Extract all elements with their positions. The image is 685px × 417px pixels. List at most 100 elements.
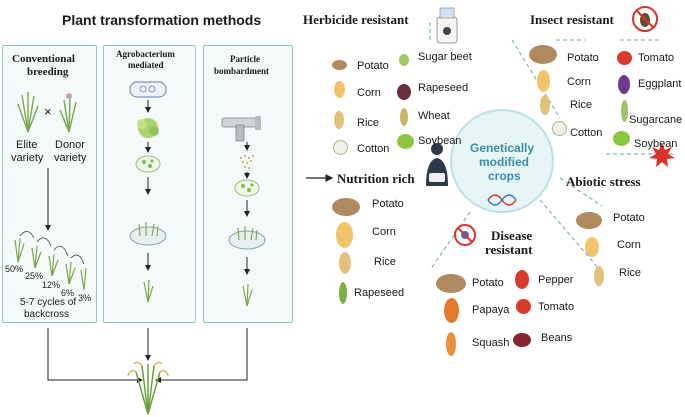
gm-crops-line2: modified	[479, 155, 529, 169]
disease-crop-squash: Squash	[472, 337, 510, 349]
insect-title: Insect resistant	[530, 12, 614, 27]
insect-crop-eggplant: Eggplant	[638, 78, 682, 90]
abiotic-crop-corn: Corn	[617, 239, 641, 251]
rice-icon	[594, 266, 604, 286]
converge-line-left	[47, 328, 143, 383]
gm-crops-circle	[450, 109, 554, 213]
sugar-beet-icon	[399, 54, 409, 66]
agrobacterium-bacterium-icon	[129, 81, 167, 98]
particle-title-line2: bombardment	[214, 66, 270, 76]
squash-icon	[446, 332, 456, 356]
sugarcane-icon	[621, 100, 628, 122]
abiotic-crop-rice: Rice	[619, 267, 642, 279]
herbicide-crop-corn: Corn	[357, 87, 381, 99]
insect-crop-cotton: Cotton	[570, 127, 603, 139]
insect-crop-tomato: Tomato	[638, 52, 675, 64]
pepper-icon	[515, 270, 529, 289]
corn-icon	[334, 81, 345, 98]
donor-variety-line2: variety	[54, 152, 87, 164]
particle-title-line1: Particle	[230, 54, 260, 64]
insect-crop-soybean: Soybean	[634, 138, 678, 150]
disease-crop-potato: Potato	[472, 277, 504, 289]
corn-icon	[537, 70, 550, 92]
tomato-icon	[617, 51, 632, 65]
star-burst-icon	[649, 143, 675, 167]
particle-plantlet-icon	[242, 283, 253, 307]
herbicide-crop-rice: Rice	[357, 117, 380, 129]
abiotic-crop-potato: Potato	[613, 212, 645, 224]
abiotic-title: Abiotic stress	[566, 174, 641, 189]
backcross-percent-6: 6%	[61, 288, 75, 298]
rice-icon	[334, 111, 344, 129]
herbicide-crop-soybean: Soybean	[418, 135, 462, 147]
backcross-percent-12: 12%	[42, 280, 61, 290]
agro-regeneration-dish-icon	[129, 222, 167, 246]
herbicide-crop-rapeseed: Rapeseed	[418, 82, 469, 94]
gene-gun-icon	[221, 116, 261, 142]
nutrition-crop-rapeseed: Rapeseed	[354, 287, 405, 299]
herbicide-crop-potato: Potato	[357, 60, 389, 72]
nutrition-crop-potato: Potato	[372, 198, 404, 210]
disease-crop-papaya: Papaya	[472, 304, 510, 316]
potato-icon	[436, 274, 466, 293]
disease-title-line2: resistant	[485, 242, 533, 257]
converge-line-right	[155, 328, 248, 383]
potato-icon	[332, 198, 360, 216]
conventional-breeding-panel	[2, 45, 97, 323]
soybean-icon	[613, 131, 630, 146]
backcross-percent-50: 50%	[5, 264, 24, 274]
disease-title-line1: Disease	[491, 228, 533, 243]
virus-prohibited-icon	[454, 224, 476, 246]
gm-crops-line3: crops	[488, 169, 521, 183]
callus-icon	[137, 118, 159, 138]
rice-icon	[339, 252, 351, 274]
nutrition-crop-corn: Corn	[372, 226, 396, 238]
gm-crops-line1: Genetically	[470, 141, 535, 155]
disease-crop-tomato: Tomato	[538, 301, 575, 313]
donor-variety-line1: Donor	[55, 139, 85, 151]
herbicide-crop-cotton: Cotton	[357, 143, 390, 155]
transgenic-rice-plant-icon	[127, 361, 169, 415]
backcross-plants-icon	[14, 237, 87, 291]
gold-particles-icon	[240, 155, 254, 169]
soybean-icon	[397, 134, 414, 149]
particle-petri-dish-icon	[234, 179, 260, 197]
corn-icon	[336, 222, 353, 248]
agrobacterium-title-line2: mediated	[128, 60, 164, 70]
insect-crop-corn: Corn	[567, 76, 591, 88]
elite-plant-icon	[17, 92, 39, 133]
insect-crop-potato: Potato	[567, 52, 599, 64]
potato-icon	[576, 212, 602, 229]
backcross-percent-3: 3%	[78, 293, 92, 303]
disease-crop-pepper: Pepper	[538, 274, 574, 286]
herbicide-crop-wheat: Wheat	[418, 110, 450, 122]
insect-crop-rice: Rice	[570, 99, 593, 111]
herbicide-title: Herbicide resistant	[303, 12, 409, 27]
backcross-cycle-arcs	[19, 231, 85, 265]
potato-icon	[332, 60, 347, 70]
papaya-icon	[444, 298, 459, 323]
conventional-title-line1: Conventional	[12, 53, 75, 65]
person-icon	[426, 143, 448, 186]
donor-plant-icon	[59, 93, 77, 133]
cotton-icon	[552, 121, 567, 136]
eggplant-icon	[618, 75, 630, 94]
agro-plantlet-icon	[143, 279, 154, 303]
particle-regeneration-dish-icon	[228, 226, 266, 250]
nutrition-crop-rice: Rice	[374, 256, 397, 268]
wheat-icon	[400, 108, 408, 126]
cross-symbol: ×	[44, 104, 52, 119]
insect-crop-sugarcane: Sugarcane	[629, 114, 683, 126]
backcross-percent-25: 25%	[25, 271, 44, 281]
tomato-icon	[516, 299, 531, 314]
herbicide-crop-sugar-beet: Sugar beet	[418, 51, 472, 63]
elite-variety-line2: variety	[11, 152, 44, 164]
disease-crop-beans: Beans	[541, 332, 573, 344]
elite-variety-line1: Elite	[16, 139, 38, 151]
rapeseed-icon	[397, 84, 411, 100]
cotton-icon	[333, 140, 348, 155]
nutrition-title: Nutrition rich	[337, 171, 415, 186]
potato-icon	[529, 45, 557, 64]
